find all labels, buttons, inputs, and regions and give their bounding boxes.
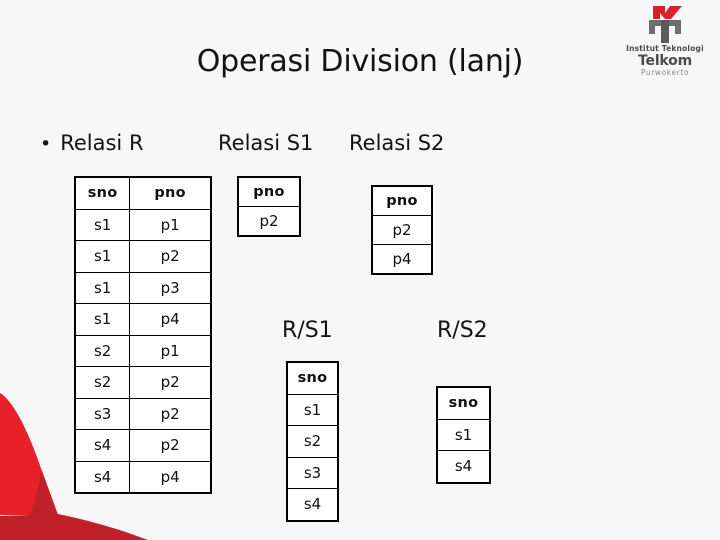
table-row: p2 (371, 215, 433, 245)
cell-pno: p4 (129, 460, 212, 494)
cell-pno: p2 (129, 240, 212, 273)
cell-sno: s2 (286, 425, 339, 458)
cell-sno: s1 (74, 303, 131, 336)
logo-gray-stem (661, 20, 669, 43)
logo-line-institut: Institut Teknologi (626, 44, 704, 53)
table-row: s3 (286, 456, 339, 489)
column-header-pno: pno (237, 176, 301, 207)
logo-red-chevron (653, 6, 682, 19)
table-row: s4 (286, 488, 339, 521)
institution-logo: Institut Teknologi Telkom Purwokerto (619, 4, 711, 84)
table-row: p2 (237, 206, 301, 237)
cell-pno: p3 (129, 271, 212, 304)
red-shape-fold (24, 471, 58, 540)
cell-pno: p1 (129, 334, 212, 367)
logo-gray-right (675, 20, 681, 34)
column-header-sno: sno (286, 361, 339, 395)
table-relation-s1: pno p2 (237, 176, 301, 237)
logo-line-telkom: Telkom (638, 52, 692, 69)
red-shape-dark (0, 514, 148, 540)
cell-sno: s1 (286, 393, 339, 426)
table-row: s1 (286, 393, 339, 426)
cell-sno: s3 (74, 397, 131, 430)
cell-pno: p2 (129, 429, 212, 462)
label-result-rs2: R/S2 (437, 318, 488, 343)
cell-pno: p2 (129, 366, 212, 399)
table-result-rs1: sno s1 s2 s3 s4 (286, 361, 339, 522)
cell-sno: s1 (74, 271, 131, 304)
cell-sno: s4 (74, 429, 131, 462)
cell-pno: p1 (129, 208, 212, 241)
table-result-rs2: sno s1 s4 (436, 386, 491, 484)
bullet-dot-icon: • (40, 133, 52, 155)
logo-gray-left (649, 20, 655, 34)
telkom-logo-mark (649, 6, 682, 43)
label-relasi-r: Relasi R (60, 131, 144, 155)
table-row: s1 (436, 418, 491, 451)
label-relasi-s1: Relasi S1 (218, 131, 314, 155)
cell-sno: s2 (74, 366, 131, 399)
label-result-rs1: R/S1 (282, 318, 333, 343)
slide-title: Operasi Division (lanj) (196, 44, 524, 79)
table-row: p4 (371, 244, 433, 275)
cell-pno: p2 (129, 397, 212, 430)
label-relasi-s2: Relasi S2 (349, 131, 445, 155)
cell-sno: s1 (436, 418, 491, 451)
cell-sno: s3 (286, 456, 339, 489)
column-header-pno: pno (371, 185, 433, 216)
table-row: s2 (286, 425, 339, 458)
cell-sno: s4 (286, 488, 339, 521)
cell-sno: s1 (74, 208, 131, 241)
table-header-row: pno (237, 176, 301, 207)
table-header-row: pno (371, 185, 433, 216)
column-header-sno: sno (436, 386, 491, 420)
table-header-row: sno pno (74, 176, 212, 210)
cell-pno: p2 (371, 215, 433, 245)
logo-line-purwokerto: Purwokerto (640, 67, 690, 77)
table-relation-s2: pno p2 p4 (371, 185, 433, 275)
cell-sno: s4 (436, 450, 491, 483)
cell-sno: s1 (74, 240, 131, 273)
cell-sno: s2 (74, 334, 131, 367)
cell-pno: p4 (371, 244, 433, 275)
table-header-row: sno (286, 361, 339, 395)
table-header-row: sno (436, 386, 491, 420)
bullet-relasi-r: • Relasi R (40, 131, 144, 155)
cell-pno: p4 (129, 303, 212, 336)
cell-pno: p2 (237, 206, 301, 237)
column-header-pno: pno (129, 176, 212, 210)
red-shape-light (0, 393, 58, 515)
table-row: s4 (436, 450, 491, 483)
column-header-sno: sno (74, 176, 131, 210)
cell-sno: s4 (74, 460, 131, 494)
